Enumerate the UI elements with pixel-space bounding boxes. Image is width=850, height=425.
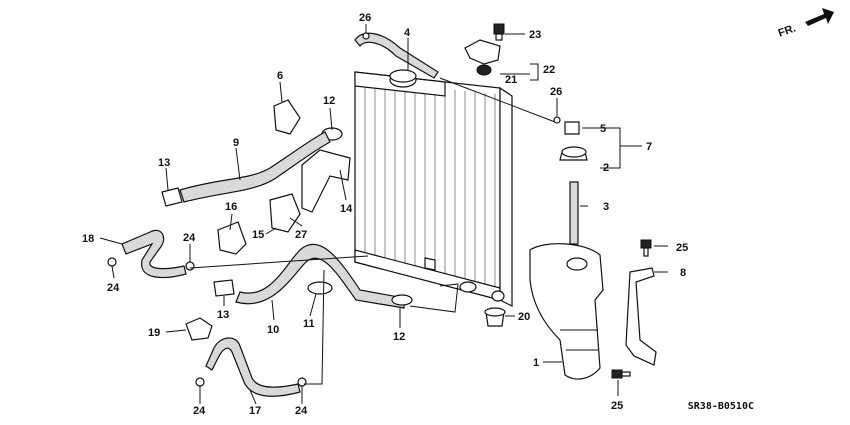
clip-19 bbox=[185, 317, 213, 341]
clip-24-c bbox=[195, 377, 205, 387]
label-10: 10 bbox=[267, 324, 279, 336]
label-12-upper: 12 bbox=[323, 95, 335, 107]
bolt-25-upper bbox=[640, 239, 652, 257]
holder-14 bbox=[301, 149, 351, 213]
upper-hose-9 bbox=[179, 131, 331, 203]
label-24-d: 24 bbox=[295, 405, 308, 417]
label-16: 16 bbox=[225, 201, 237, 213]
label-20: 20 bbox=[518, 311, 530, 323]
label-15: 15 bbox=[252, 229, 264, 241]
clip-6 bbox=[273, 99, 301, 135]
label-14: 14 bbox=[340, 203, 353, 215]
label-17: 17 bbox=[249, 405, 261, 417]
front-arrow-icon bbox=[805, 8, 834, 26]
cushion-21 bbox=[476, 64, 492, 76]
label-18: 18 bbox=[82, 233, 94, 245]
label-27: 27 bbox=[295, 229, 307, 241]
sensor-23 bbox=[493, 23, 505, 41]
label-7: 7 bbox=[646, 141, 652, 153]
label-13-upper: 13 bbox=[158, 157, 170, 169]
clip-24-b bbox=[185, 261, 195, 271]
label-25-lower: 25 bbox=[611, 400, 623, 412]
reserve-tank-1 bbox=[529, 243, 604, 380]
label-2: 2 bbox=[603, 162, 609, 174]
diagram-code: SR38-B0510C bbox=[688, 401, 754, 412]
label-21: 21 bbox=[505, 74, 517, 86]
clip-26-upper bbox=[362, 32, 370, 40]
radiator-core bbox=[354, 69, 513, 307]
label-5: 5 bbox=[600, 123, 606, 135]
label-25-upper: 25 bbox=[676, 242, 688, 254]
clip-16 bbox=[217, 221, 247, 255]
leader-lines bbox=[99, 24, 668, 405]
bolt-25-lower bbox=[611, 369, 631, 379]
label-19: 19 bbox=[148, 327, 160, 339]
holder-27 bbox=[269, 193, 301, 233]
label-24-b: 24 bbox=[183, 232, 196, 244]
lower-hose-10 bbox=[235, 243, 405, 309]
label-6: 6 bbox=[277, 70, 283, 82]
label-24-a: 24 bbox=[107, 282, 120, 294]
label-26-upper: 26 bbox=[359, 12, 371, 24]
tank-stay-8 bbox=[625, 267, 657, 366]
label-26-lower: 26 bbox=[550, 86, 562, 98]
bracket-22 bbox=[464, 39, 501, 65]
hose-17 bbox=[205, 337, 301, 397]
clamp-13-upper bbox=[161, 187, 183, 207]
label-3: 3 bbox=[603, 201, 609, 213]
clamp-13-lower bbox=[213, 279, 235, 297]
label-9: 9 bbox=[233, 137, 239, 149]
label-11: 11 bbox=[303, 318, 315, 330]
label-12-lower: 12 bbox=[393, 331, 405, 343]
direction-label: FR. bbox=[777, 22, 798, 39]
tube-joint-5 bbox=[564, 121, 580, 135]
label-4: 4 bbox=[404, 27, 411, 39]
clamp-12-lower bbox=[391, 294, 413, 306]
reserve-tube-3 bbox=[569, 181, 579, 245]
label-23: 23 bbox=[529, 29, 541, 41]
clip-24-d bbox=[297, 377, 307, 387]
reserve-cap-2 bbox=[559, 146, 588, 161]
hose-18 bbox=[121, 229, 187, 279]
clamp-11 bbox=[307, 281, 333, 295]
label-24-c: 24 bbox=[193, 405, 206, 417]
label-8: 8 bbox=[680, 267, 686, 279]
clip-26-lower bbox=[553, 116, 561, 124]
front-direction-marker: FR. bbox=[777, 8, 834, 40]
clip-24-a bbox=[107, 257, 117, 267]
label-1: 1 bbox=[533, 357, 539, 369]
part-labels: 26 4 23 22 21 26 5 7 2 3 25 8 25 1 20 6 … bbox=[82, 12, 688, 417]
label-13-lower: 13 bbox=[217, 309, 229, 321]
label-22: 22 bbox=[543, 64, 555, 76]
